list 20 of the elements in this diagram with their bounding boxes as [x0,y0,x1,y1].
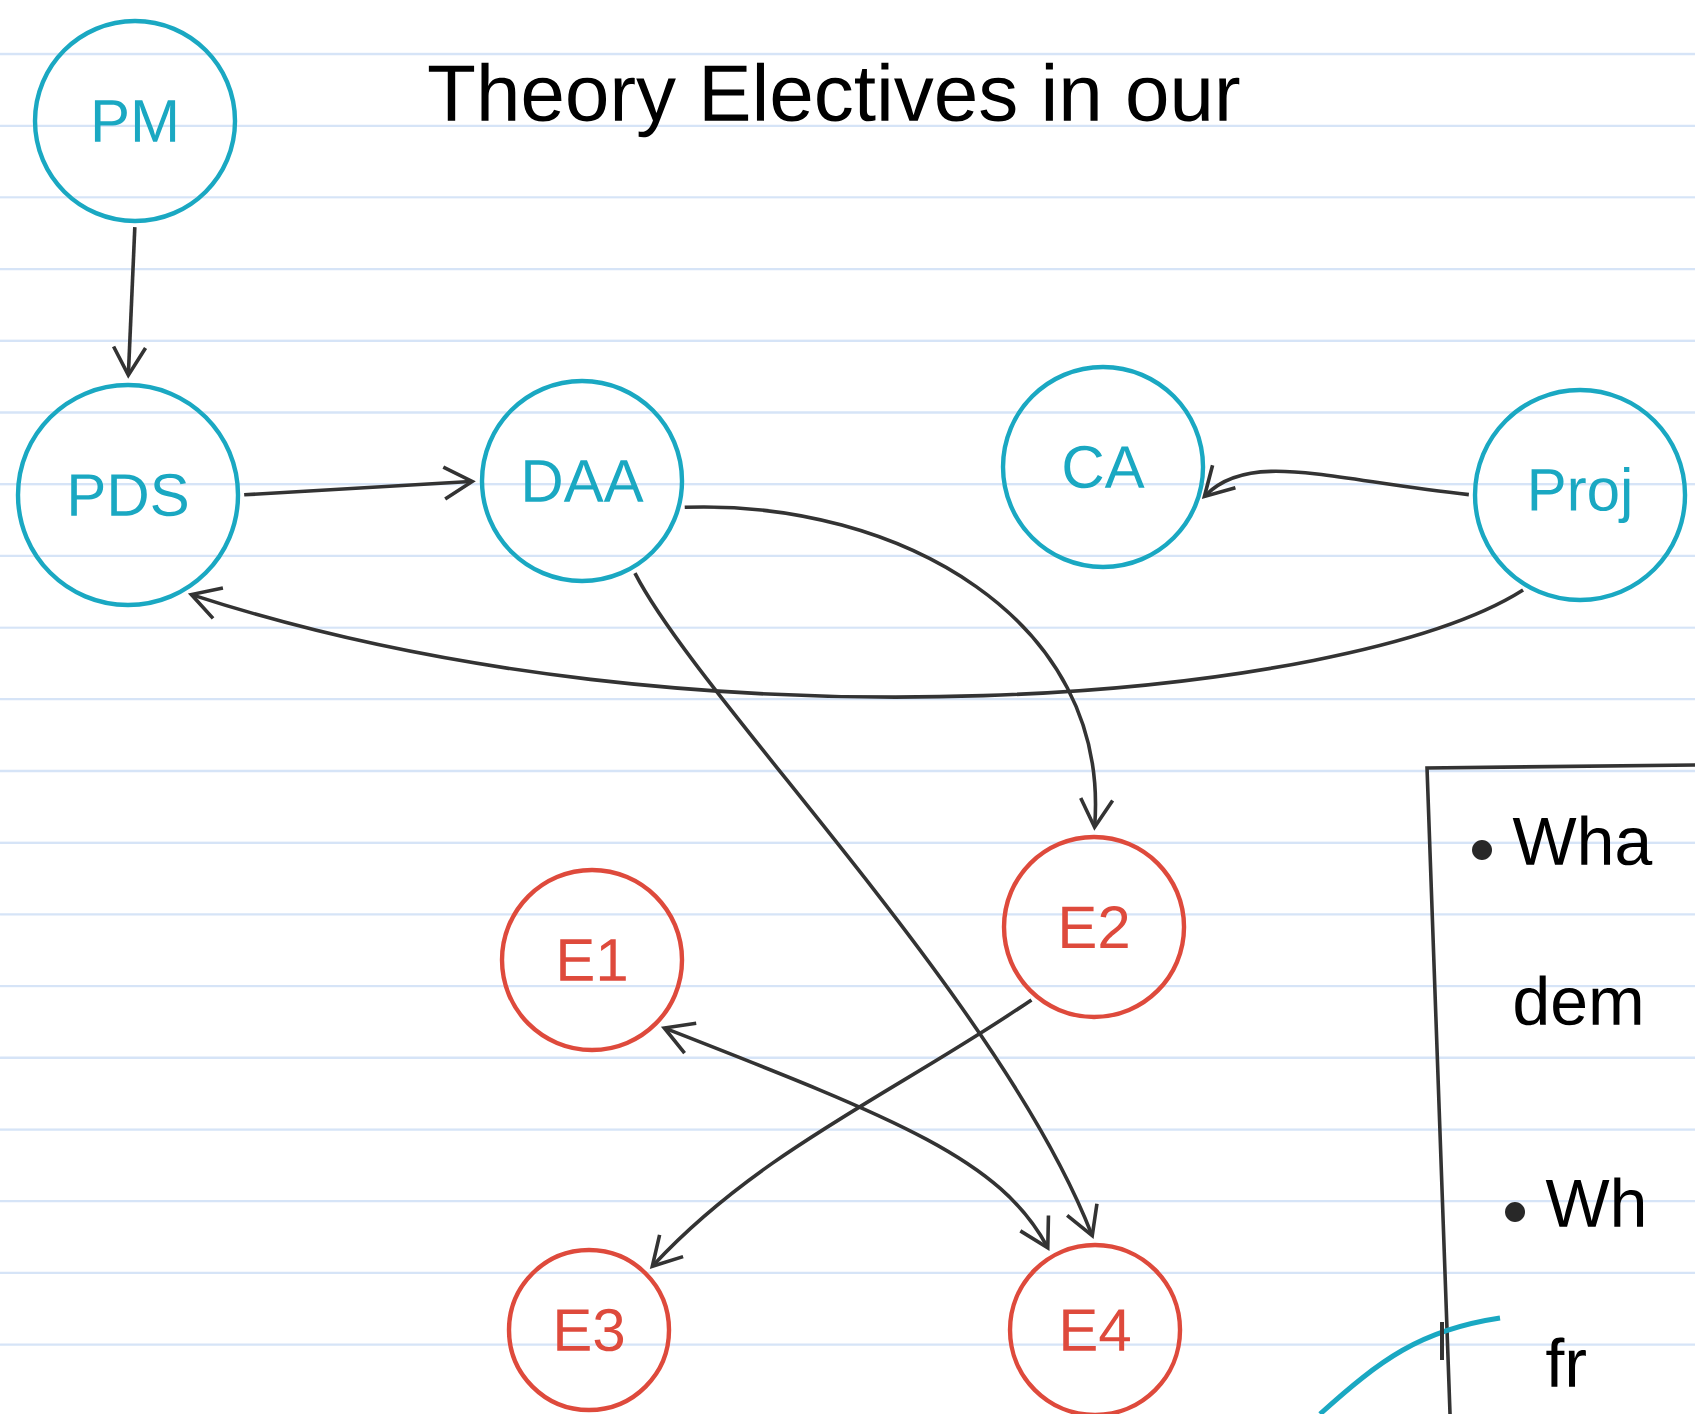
circle-node: PM [32,18,238,224]
node-label: Wha dem [1512,815,1653,1026]
circle-node: E2 [1001,834,1187,1020]
circle-node: E3 [506,1247,672,1413]
circle-node: CA [1000,364,1206,570]
arrow [660,1021,1051,1251]
circle-node: PDS [15,382,241,608]
arrow [112,227,148,379]
circle-node: DAA [479,378,685,584]
arrow [633,572,1099,1240]
note-box: Wha dem Wh fr [1425,763,1695,1414]
arrow [649,998,1033,1269]
circle-node: Proj [1472,387,1688,603]
title: Theory Electives in our [428,62,1240,138]
node-label: Wh fr [1545,1177,1644,1387]
arrow [684,505,1115,831]
arrow [187,586,1524,699]
arrow [1201,464,1470,500]
arrow [244,465,476,501]
circle-node: E1 [499,867,685,1053]
